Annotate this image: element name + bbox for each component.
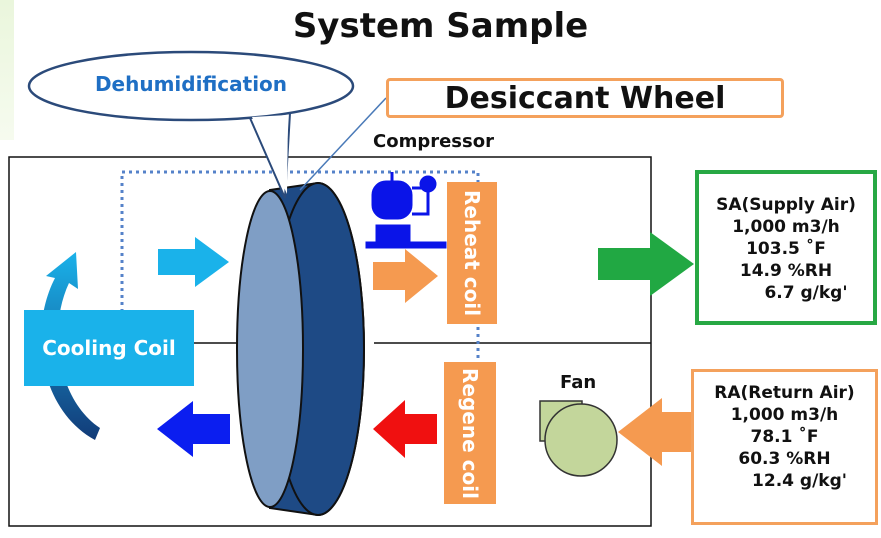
return-air-header: RA(Return Air) xyxy=(714,383,855,403)
fan-label: Fan xyxy=(560,372,597,393)
supply-air-header: SA(Supply Air) xyxy=(716,195,856,215)
wheel-leader-line xyxy=(299,97,387,191)
cooling-coil xyxy=(24,310,194,386)
arrow-right-icon xyxy=(158,237,229,287)
dehumidification-callout xyxy=(27,50,355,122)
desiccant-wheel-icon xyxy=(236,181,365,517)
curved-arrow-icon xyxy=(41,252,100,440)
dehumidification-label: Dehumidification xyxy=(94,72,288,96)
return-air-humidity: 60.3 %RH xyxy=(738,449,831,469)
return-air-flow: 1,000 m3/h xyxy=(730,405,839,425)
arrow-right-icon xyxy=(598,232,694,296)
return-air-moisture: 12.4 g/kg' xyxy=(752,471,847,491)
page-title: System Sample xyxy=(292,6,589,46)
compressor-label: Compressor xyxy=(373,131,494,152)
supply-air-moisture: 6.7 g/kg' xyxy=(764,283,848,303)
fan-icon xyxy=(539,400,618,477)
desiccant-wheel-label: Desiccant Wheel xyxy=(386,78,784,118)
arrow-left-icon xyxy=(618,398,693,466)
regene-coil xyxy=(444,362,496,504)
return-air-temperature: 78.1 ˚F xyxy=(750,427,819,447)
arrow-left-icon xyxy=(373,400,437,458)
supply-air-temperature: 103.5 ˚F xyxy=(746,239,826,259)
regene-coil-label: Regene coil xyxy=(458,367,482,499)
compressor-icon xyxy=(365,172,447,249)
arrow-left-icon xyxy=(157,401,230,457)
supply-air-flow: 1,000 m3/h xyxy=(732,217,840,237)
arrow-right-icon xyxy=(373,249,438,303)
supply-air-box: SA(Supply Air) 1,000 m3/h 103.5 ˚F 14.9 … xyxy=(695,170,877,325)
refrigerant-line xyxy=(120,170,480,382)
reheat-coil-label: Reheat coil xyxy=(460,189,484,317)
reheat-coil xyxy=(447,182,497,324)
supply-air-humidity: 14.9 %RH xyxy=(739,261,833,281)
return-air-box: RA(Return Air) 1,000 m3/h 78.1 ˚F 60.3 %… xyxy=(691,369,878,525)
background-band xyxy=(0,0,14,140)
cooling-coil-label: Cooling Coil xyxy=(42,336,176,360)
